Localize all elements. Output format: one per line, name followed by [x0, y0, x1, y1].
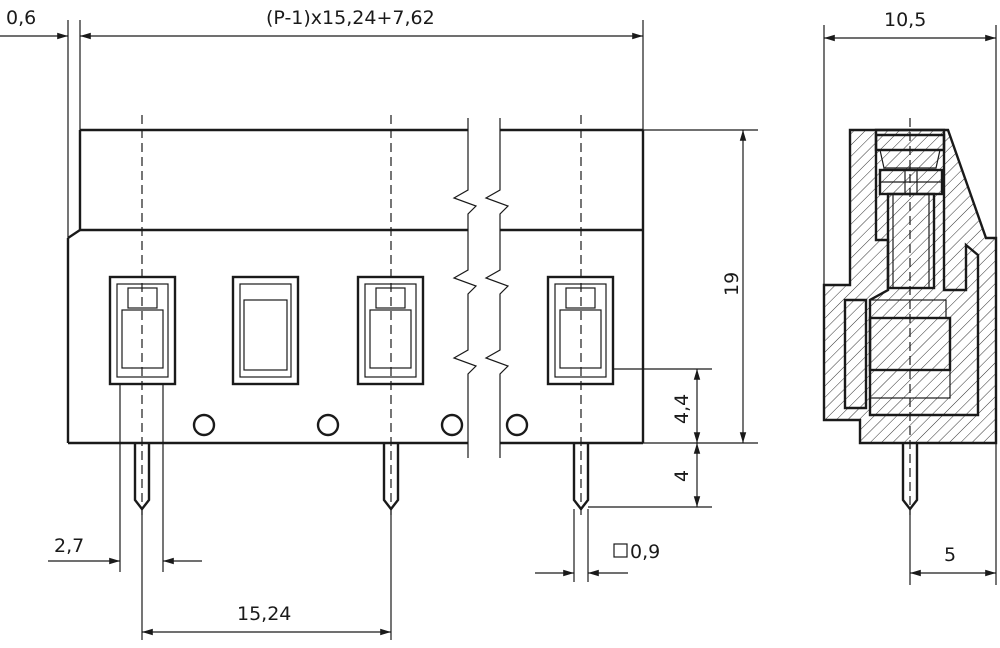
- terminal-window-2: [231, 275, 300, 386]
- test-hole: [316, 413, 340, 437]
- dim-pin-offset-label: 2,7: [54, 535, 84, 557]
- test-hole: [440, 413, 464, 437]
- front-view: [66, 115, 645, 515]
- dim-offset-label: 0,6: [6, 7, 36, 29]
- dim-height-label: 19: [721, 272, 743, 296]
- dim-pin-height-label: 4,4: [671, 394, 693, 424]
- dim-pitch-label: 15,24: [237, 603, 291, 625]
- test-hole: [192, 413, 216, 437]
- test-hole: [505, 413, 529, 437]
- dim-pin-size-label: 0,9: [630, 541, 660, 563]
- dim-side-pin-label: 5: [944, 544, 956, 566]
- side-dimensions: [823, 25, 997, 585]
- dim-side-width-label: 10,5: [884, 9, 926, 31]
- dim-overall-width-label: (P-1)x15,24+7,62: [266, 7, 435, 29]
- break-line-right: [484, 118, 510, 458]
- square-symbol: [613, 543, 628, 558]
- dim-pin-length-label: 4: [671, 470, 693, 482]
- side-view: [822, 118, 998, 515]
- front-dimensions: [0, 20, 758, 640]
- break-line-left: [452, 118, 478, 458]
